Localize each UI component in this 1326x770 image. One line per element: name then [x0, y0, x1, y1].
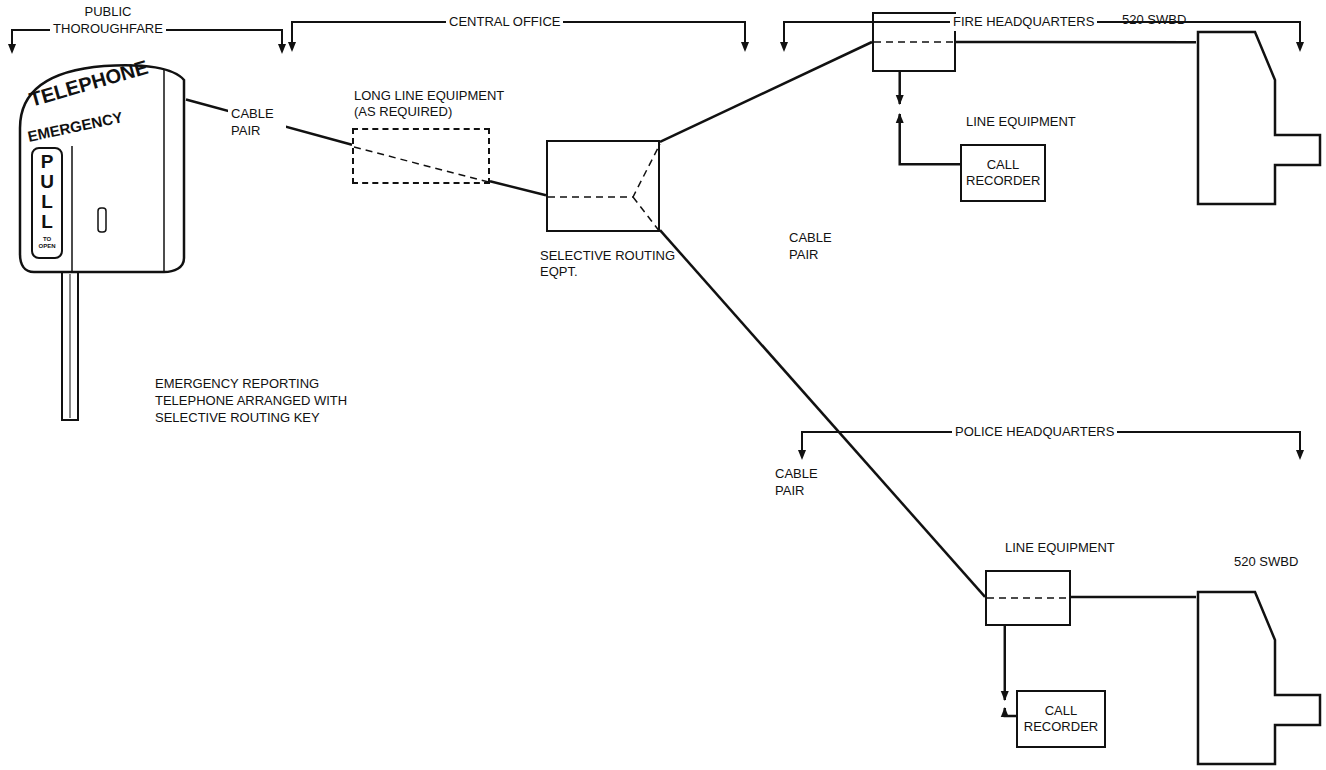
section-brackets — [12, 22, 1300, 452]
section-heading: PUBLIC THOROUGHFARE — [50, 4, 166, 38]
connector-half — [1005, 708, 1016, 716]
connector-half — [900, 114, 960, 164]
switchboard-label: 520 SWBD — [1122, 12, 1202, 28]
call-recorder-box: CALL RECORDER — [1016, 690, 1106, 748]
call-recorder-label: CALL RECORDER — [1022, 703, 1100, 736]
routing-box: SELECTIVE ROUTING EQPT. — [546, 140, 660, 232]
pull-sign: PULL — [32, 152, 57, 232]
line-equipment-box-outline — [987, 572, 1069, 624]
switchboard-label: 520 SWBD — [1234, 554, 1314, 570]
routing-box-outline — [548, 142, 658, 230]
long-line-label: LONG LINE EQUIPMENT (AS REQUIRED) — [354, 88, 514, 121]
line-equipment-box: LINE EQUIPMENT — [872, 12, 956, 72]
connector-half — [1004, 626, 1007, 700]
cable-pair-line — [660, 230, 985, 597]
switchboard-outline — [1196, 590, 1322, 766]
to-open-sign: TO OPEN — [34, 236, 60, 249]
line-equipment-label: LINE EQUIPMENT — [1005, 540, 1140, 556]
recorder-connector — [900, 72, 960, 164]
cable-label: CABLE PAIR — [786, 230, 844, 264]
cable-pair-line — [660, 42, 872, 142]
emergency-telephone: TELEPHONEEMERGENCYPULLTO OPEN — [14, 58, 186, 276]
cable-label: CABLE PAIR — [772, 466, 830, 500]
cable-pair-line — [186, 99, 352, 144]
switchboard: 520 SWBD — [1196, 30, 1322, 206]
call-recorder-box: CALL RECORDER — [960, 144, 1046, 202]
cable-pair-line — [956, 41, 1196, 44]
line-equipment-box: LINE EQUIPMENT — [985, 570, 1071, 626]
call-recorder-label: CALL RECORDER — [966, 157, 1040, 190]
line-equipment-label: LINE EQUIPMENT — [966, 114, 1101, 130]
cable-label: CABLE PAIR — [228, 106, 286, 140]
telephone-caption: EMERGENCY REPORTING TELEPHONE ARRANGED W… — [152, 376, 368, 427]
section-heading: FIRE HEADQUARTERS — [950, 14, 1097, 31]
long-line-box: LONG LINE EQUIPMENT (AS REQUIRED) — [352, 128, 490, 184]
section-heading: POLICE HEADQUARTERS — [952, 424, 1117, 441]
routing-label: SELECTIVE ROUTING EQPT. — [540, 248, 690, 281]
line-equipment-box-outline — [874, 14, 954, 70]
cable-pair-line — [490, 181, 546, 195]
switchboard: 520 SWBD — [1196, 590, 1322, 766]
long-line-box-outline — [354, 130, 488, 182]
bracket-arrows — [8, 42, 1304, 460]
connector-half — [898, 72, 901, 104]
section-heading: CENTRAL OFFICE — [446, 14, 563, 31]
switchboard-outline — [1196, 30, 1322, 206]
telephone-pole — [62, 272, 78, 420]
recorder-connector — [1005, 626, 1016, 716]
cable-pair-line — [1071, 596, 1196, 599]
